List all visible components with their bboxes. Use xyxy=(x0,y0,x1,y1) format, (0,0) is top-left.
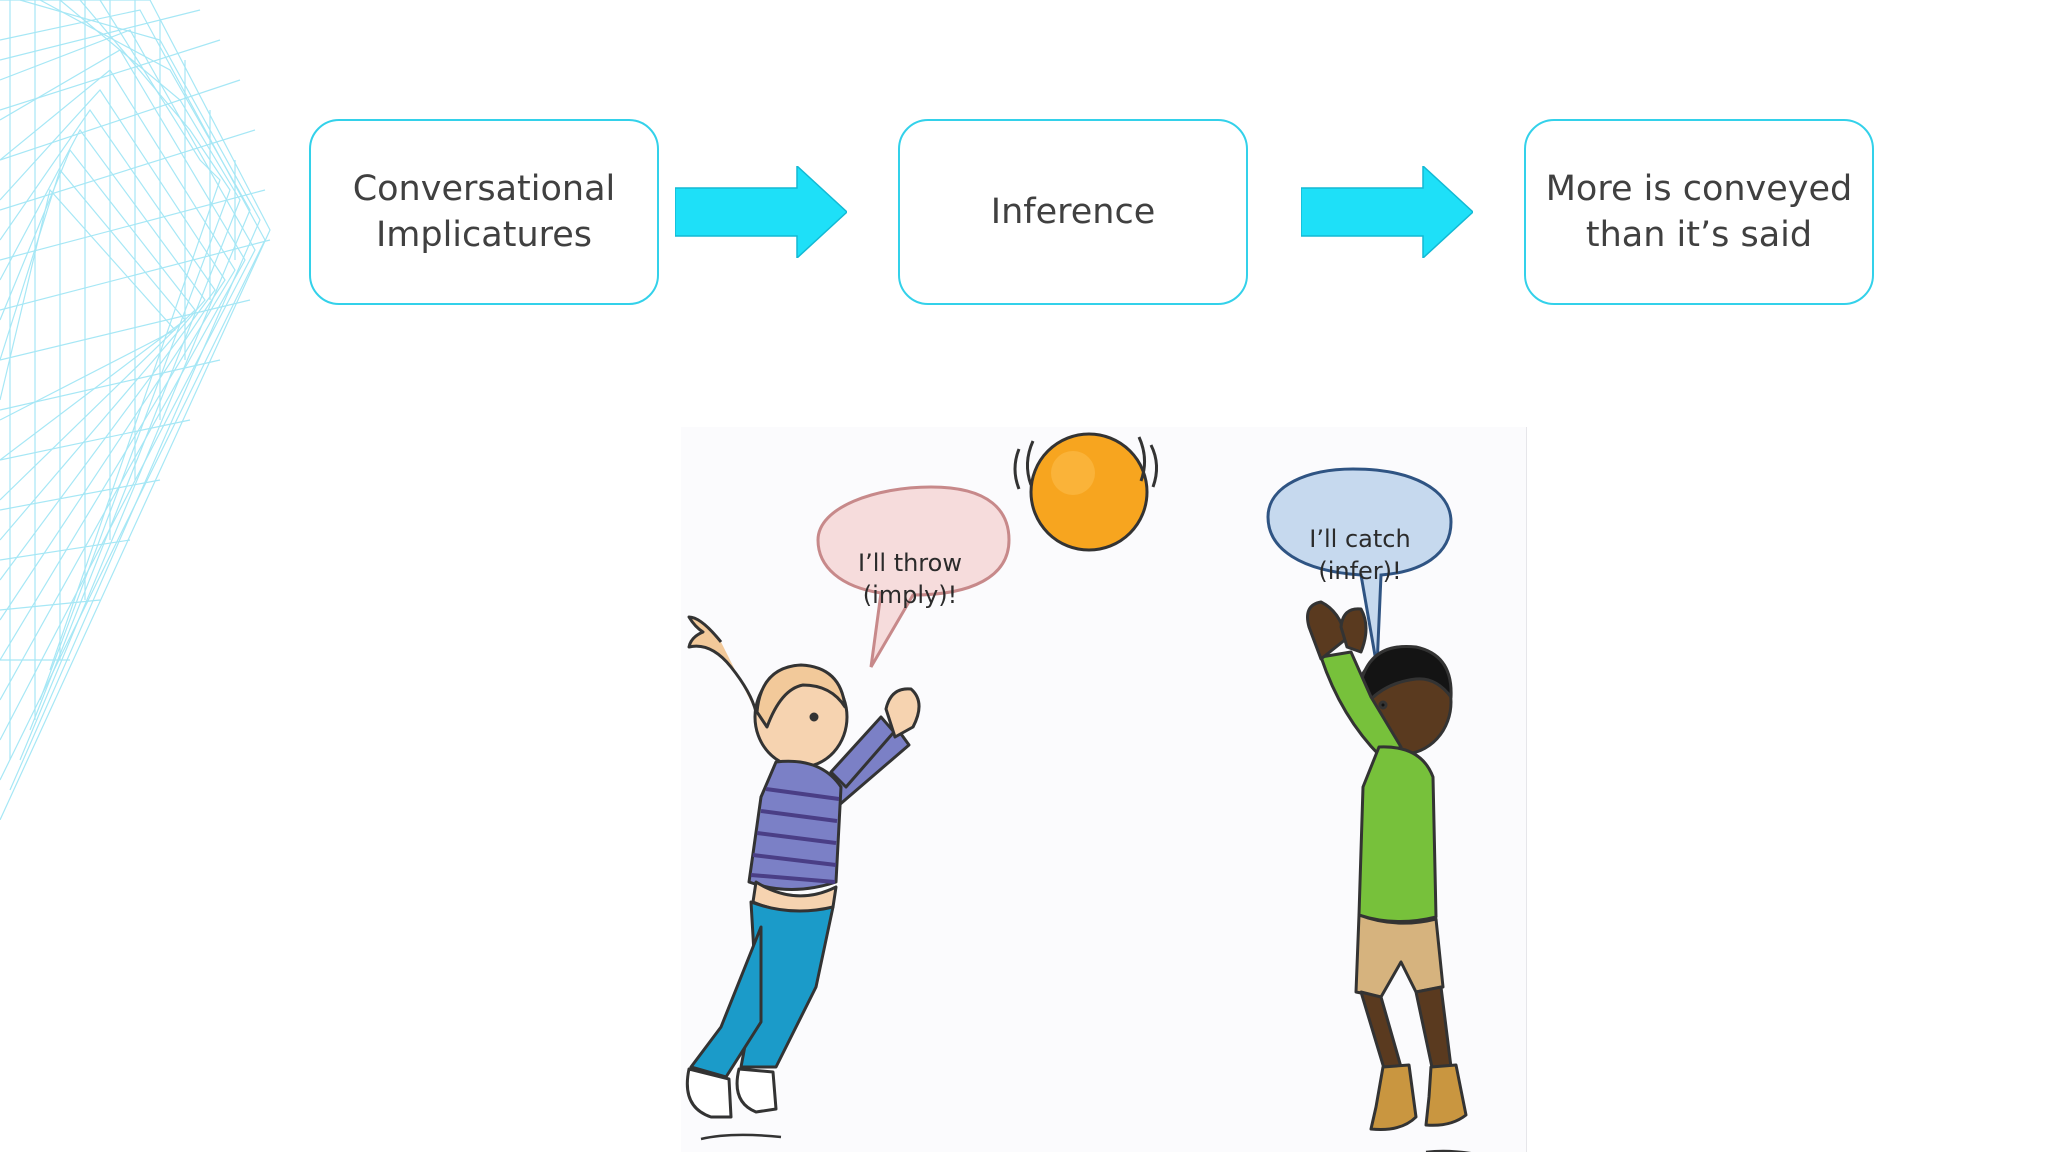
girl-speech-line: I’ll throw xyxy=(858,549,962,577)
flow-step-text: Inference xyxy=(990,192,1156,232)
children-playing-catch-illustration xyxy=(681,427,1527,1152)
boy-speech-line: I’ll catch xyxy=(1309,525,1411,553)
flow-step-text: More is conveyed xyxy=(1545,169,1853,209)
girl-speech-line: (imply)! xyxy=(862,581,958,609)
flow-step-conversational-implicatures: Conversational Implicatures xyxy=(309,119,659,305)
ball-icon xyxy=(1013,432,1158,552)
right-arrow-icon xyxy=(675,166,847,258)
boy-figure xyxy=(1306,600,1472,1152)
flow-step-inference: Inference xyxy=(898,119,1248,305)
speech-bubble-girl xyxy=(816,485,1011,668)
girl-speech-text: I’ll throw (imply)! xyxy=(830,547,990,611)
girl-figure xyxy=(685,615,921,1141)
flow-step-text: Implicatures xyxy=(375,215,593,255)
boy-speech-text: I’ll catch (infer)! xyxy=(1280,523,1440,587)
right-arrow-icon xyxy=(1301,166,1473,258)
wireframe-decoration xyxy=(0,0,271,820)
flow-step-more-conveyed: More is conveyed than it’s said xyxy=(1524,119,1874,305)
flow-step-text: than it’s said xyxy=(1585,215,1813,255)
speech-bubble-boy xyxy=(1266,467,1453,668)
flow-step-text: Conversational xyxy=(352,169,616,209)
boy-speech-line: (infer)! xyxy=(1318,557,1402,585)
